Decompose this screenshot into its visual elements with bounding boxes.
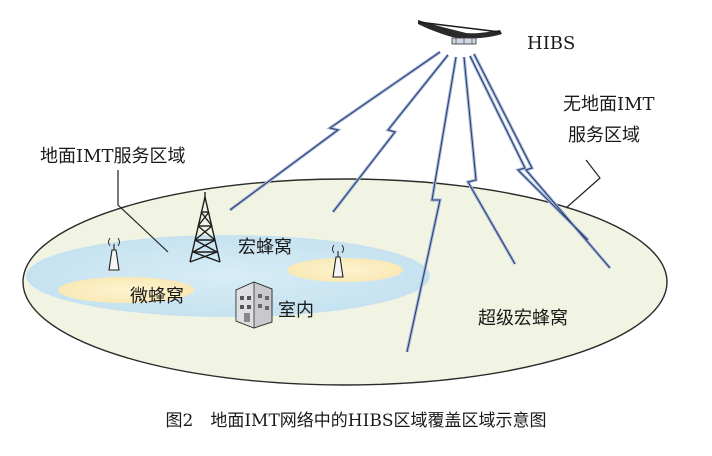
small-cell-antenna-icon <box>108 237 120 271</box>
micro-cell-area-left <box>58 277 194 303</box>
hibs-platform-icon <box>417 20 502 45</box>
hibs-label: HIBS <box>527 33 575 54</box>
indoor-label: 室内 <box>278 300 314 321</box>
small-cell-antenna-icon <box>332 244 344 278</box>
micro-cell-label: 微蜂窝 <box>130 286 184 307</box>
figure-caption: 图2 地面IMT网络中的HIBS区域覆盖区域示意图 <box>166 411 547 431</box>
macro-tower-icon <box>189 192 221 263</box>
super-macro-cell-label: 超级宏蜂窝 <box>478 308 568 329</box>
ground-imt-area-label: 地面IMT服务区域 <box>40 146 186 167</box>
no-ground-imt-label-line2: 服务区域 <box>568 125 640 146</box>
no-ground-imt-label-line1: 无地面IMT <box>563 94 655 115</box>
leader-lines <box>117 159 601 253</box>
micro-cell-area-right <box>287 258 403 282</box>
hibs-links <box>229 50 612 353</box>
macro-cell-label: 宏蜂窝 <box>238 237 292 258</box>
building-icon <box>235 281 273 329</box>
